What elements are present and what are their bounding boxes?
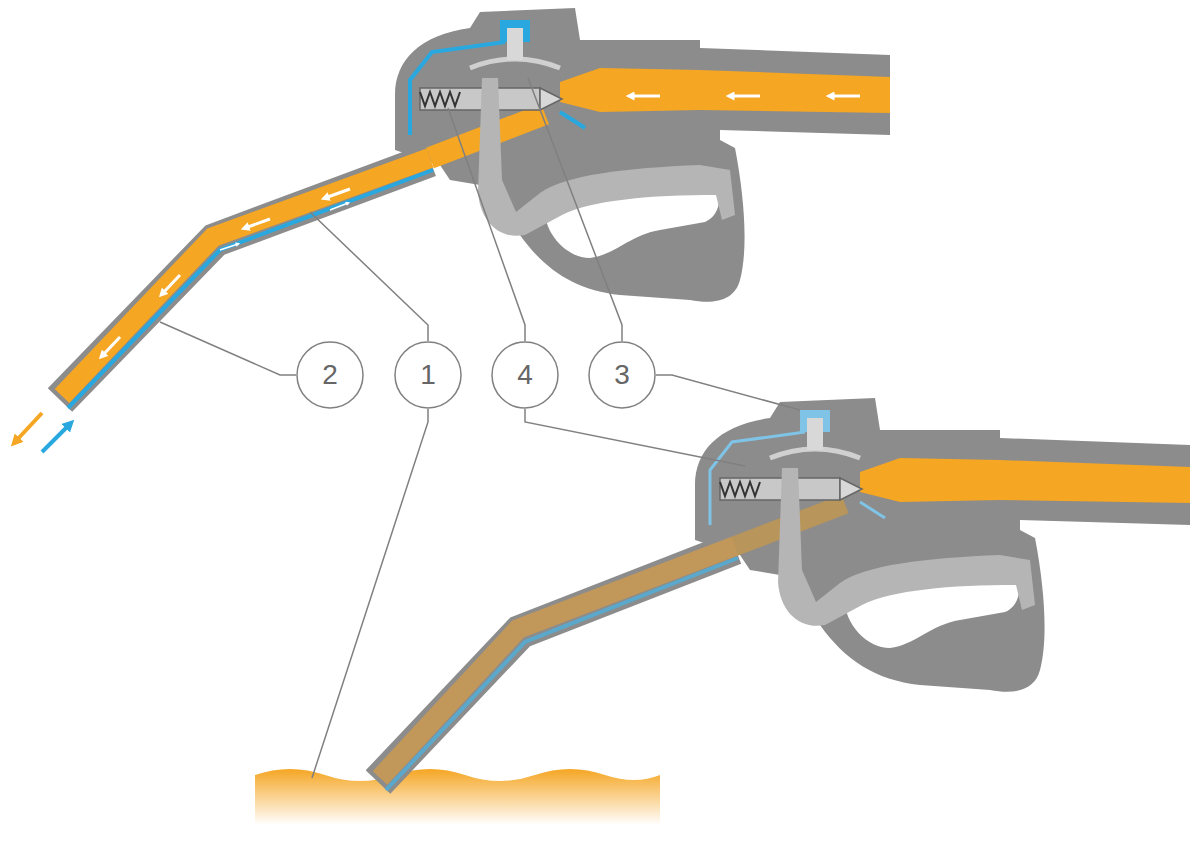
callout-number: 2 bbox=[322, 361, 338, 389]
callout-circle: 4 bbox=[490, 340, 560, 410]
line-shape bbox=[220, 244, 238, 250]
line-shape bbox=[102, 337, 120, 356]
line-shape bbox=[656, 375, 800, 410]
line-shape bbox=[830, 95, 860, 98]
callout-circle: 1 bbox=[393, 340, 463, 410]
callout-circle: 2 bbox=[295, 340, 365, 410]
callout-number: 1 bbox=[420, 361, 436, 389]
illustration-part bbox=[695, 398, 1190, 692]
callout-circle: 3 bbox=[587, 340, 657, 410]
line-shape bbox=[310, 212, 428, 341]
line-shape bbox=[68, 170, 433, 408]
line-shape bbox=[312, 409, 428, 778]
callout-number: 4 bbox=[517, 361, 533, 389]
illustration-part bbox=[860, 458, 1190, 503]
illustration-part bbox=[255, 769, 660, 825]
line-shape bbox=[15, 413, 42, 442]
line-shape bbox=[330, 203, 348, 210]
line-shape bbox=[325, 189, 350, 198]
callout-ring bbox=[492, 342, 558, 408]
line-shape bbox=[245, 219, 270, 228]
illustration-part bbox=[720, 418, 1035, 626]
line-shape bbox=[378, 548, 735, 782]
illustration-part bbox=[395, 8, 890, 302]
line-shape bbox=[386, 558, 738, 790]
line-shape bbox=[120, 360, 132, 372]
line-shape bbox=[630, 95, 660, 98]
callout-ring bbox=[297, 342, 363, 408]
illustration-part bbox=[160, 78, 800, 778]
callout-number: 3 bbox=[614, 361, 630, 389]
line-shape bbox=[60, 160, 430, 400]
line-shape bbox=[528, 78, 622, 341]
line-shape bbox=[42, 424, 70, 452]
illustration-part bbox=[102, 96, 860, 356]
line-shape bbox=[525, 409, 745, 466]
callout-ring bbox=[395, 342, 461, 408]
line-shape bbox=[160, 322, 296, 375]
callout-ring bbox=[589, 342, 655, 408]
line-shape bbox=[448, 108, 525, 341]
illustration-part bbox=[420, 28, 735, 236]
line-shape bbox=[162, 275, 180, 294]
illustration-part bbox=[695, 398, 1190, 692]
line-shape bbox=[730, 95, 760, 98]
illustration-part bbox=[560, 68, 890, 113]
